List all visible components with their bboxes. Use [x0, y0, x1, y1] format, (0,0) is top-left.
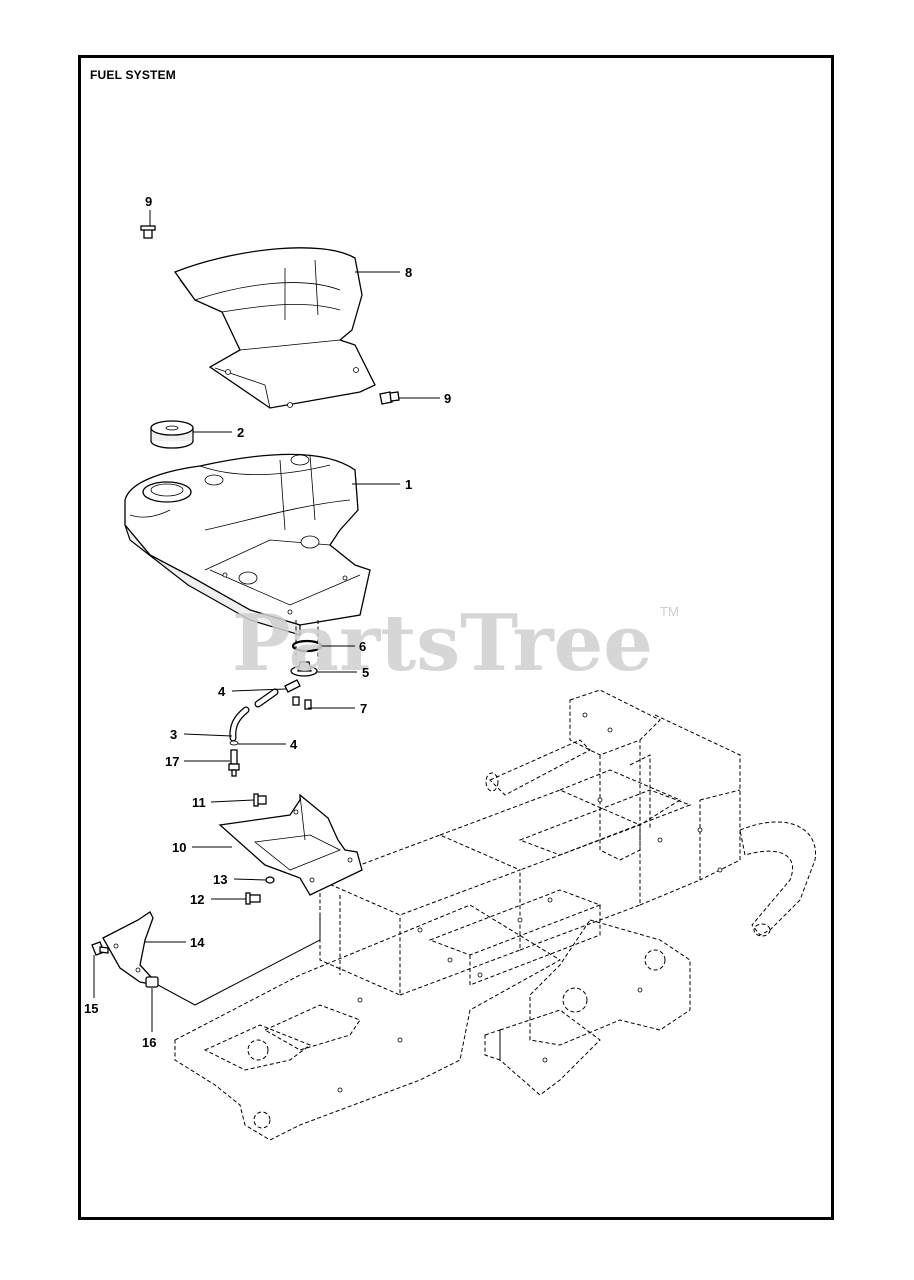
tank-outlet-guide — [295, 620, 319, 660]
screw-9-right — [379, 391, 400, 405]
watermark-trademark: TM — [660, 604, 679, 619]
callout-13: 13 — [213, 872, 227, 887]
callout-15: 15 — [84, 1001, 98, 1016]
callout-17: 17 — [165, 754, 179, 769]
page-title: FUEL SYSTEM — [90, 68, 176, 82]
callout-12: 12 — [190, 892, 204, 907]
callout-16: 16 — [142, 1035, 156, 1050]
fuel-fitting — [284, 679, 301, 693]
callout-1: 1 — [405, 477, 412, 492]
watermark: PartsTree — [232, 598, 653, 689]
callout-11: 11 — [192, 795, 206, 810]
callout-3: 3 — [170, 727, 177, 742]
nut-16 — [145, 976, 159, 988]
washer-13 — [265, 876, 275, 884]
tank-cover — [173, 247, 376, 409]
callout-2: 2 — [237, 425, 244, 440]
callout-5: 5 — [362, 665, 369, 680]
fuel-tank — [124, 453, 371, 636]
callout-8: 8 — [405, 265, 412, 280]
o-ring — [291, 639, 323, 653]
callout-9: 9 — [145, 194, 152, 209]
screw-9-left — [140, 225, 156, 239]
callout-6: 6 — [359, 639, 366, 654]
diagram-frame — [78, 55, 834, 1220]
fuel-filter — [228, 749, 240, 777]
callout-10: 10 — [172, 840, 186, 855]
bushing — [290, 661, 318, 677]
tractor-frame — [174, 689, 817, 1141]
callout-9-lower: 9 — [444, 391, 451, 406]
fuel-hose — [229, 688, 279, 742]
screw-15 — [91, 941, 109, 956]
bracket — [102, 911, 154, 985]
callout-14: 14 — [190, 935, 205, 950]
heat-shield — [218, 793, 363, 896]
screws-7 — [292, 696, 312, 710]
callout-4-lower: 4 — [290, 737, 298, 752]
screw-12 — [245, 892, 261, 905]
callout-7: 7 — [360, 701, 367, 716]
fuel-cap — [150, 420, 194, 449]
leader-lines — [93, 210, 440, 1032]
bracket-mount-line — [157, 915, 321, 1006]
screw-11 — [253, 793, 267, 807]
callout-labels: 9 8 9 2 1 6 5 4 7 3 4 17 11 10 13 12 14 … — [84, 194, 451, 1050]
callout-4: 4 — [218, 684, 226, 699]
hose-clamp — [229, 740, 239, 746]
